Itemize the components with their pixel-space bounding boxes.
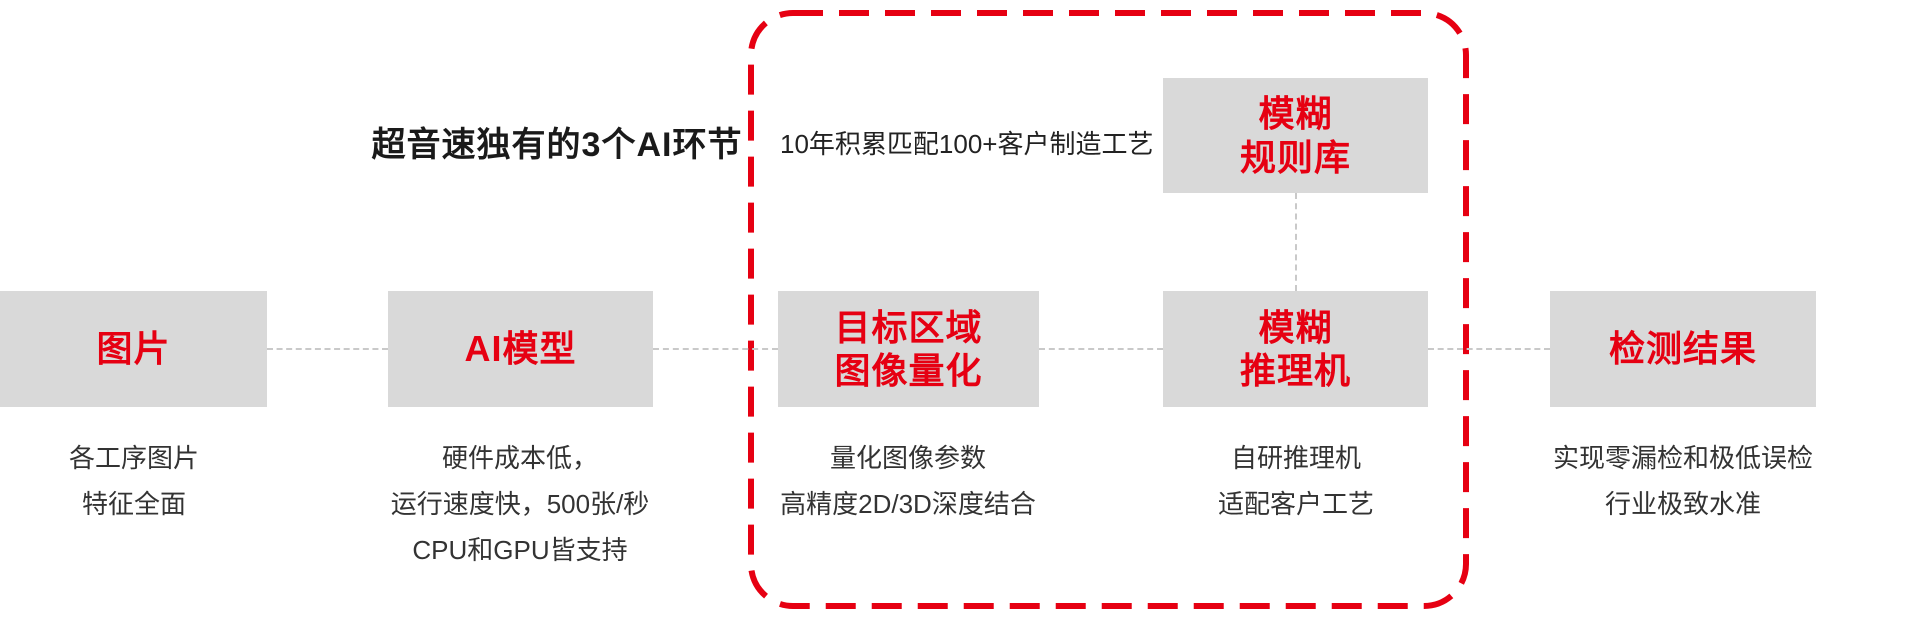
desc-fuzzy-inference-engine: 自研推理机 适配客户工艺 [1046,435,1546,527]
node-ai-model: AI模型 [388,291,653,407]
desc-line: 行业极致水准 [1604,489,1761,519]
diagram-title: 超音速独有的3个AI环节 [371,126,743,164]
node-label-line: 图像量化 [834,350,983,391]
node-target-region-quantization: 目标区域 图像量化 [778,291,1039,407]
node-fuzzy-inference-engine: 模糊 推理机 [1163,291,1428,407]
desc-line: 高精度2D/3D深度结合 [780,489,1036,519]
desc-line: 硬件成本低， [441,443,598,473]
desc-target-region-quantization: 量化图像参数 高精度2D/3D深度结合 [658,435,1158,527]
desc-line: CPU和GPU皆支持 [412,535,628,565]
desc-line: 运行速度快，500张/秒 [390,489,650,519]
desc-line: 各工序图片 [68,443,199,473]
desc-ai-model: 硬件成本低， 运行速度快，500张/秒 CPU和GPU皆支持 [270,435,770,573]
connector-engine-result [1428,348,1550,350]
connector-target-engine [1039,348,1163,350]
node-label-line: 检测结果 [1608,328,1757,370]
desc-line: 特征全面 [81,489,186,519]
node-label-line: AI模型 [464,328,577,370]
highlight-frame [748,10,1469,609]
node-label-line: 模糊 [1258,306,1333,348]
connector-image-aimodel [267,348,388,350]
node-detection-result: 检测结果 [1550,291,1816,407]
node-label-line: 目标区域 [834,306,983,348]
node-label-line: 图片 [96,328,171,370]
node-label-line: 规则库 [1239,136,1351,178]
desc-line: 实现零漏检和极低误检 [1552,443,1813,473]
desc-line: 适配客户工艺 [1217,489,1374,519]
desc-image: 各工序图片 特征全面 [0,435,384,527]
desc-line: 自研推理机 [1230,443,1361,473]
desc-detection-result: 实现零漏检和极低误检 行业极致水准 [1433,435,1920,527]
node-fuzzy-rule-base: 模糊 规则库 [1163,78,1428,193]
connector-aimodel-target [653,348,778,350]
node-label-line: 推理机 [1239,350,1351,391]
frame-note: 10年积累匹配100+客户制造工艺 [780,129,1154,159]
node-label-line: 模糊 [1258,93,1333,135]
connector-rulebase-engine [1295,193,1297,291]
desc-line: 量化图像参数 [829,443,986,473]
node-image: 图片 [0,291,267,407]
